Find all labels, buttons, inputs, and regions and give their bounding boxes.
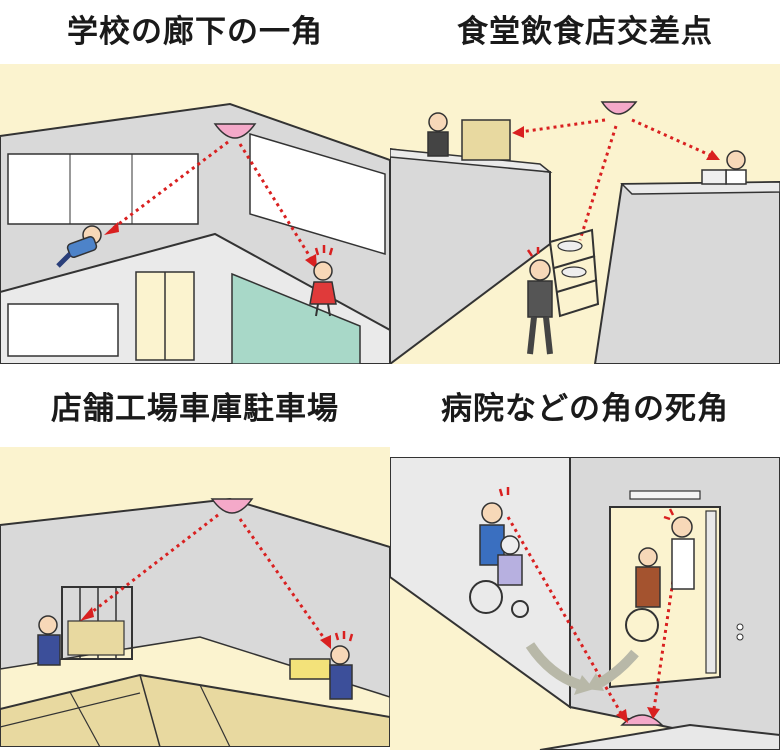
hospital-scene: [390, 457, 780, 750]
cafeteria-scene: [390, 64, 780, 364]
serving-cart: [548, 228, 600, 318]
window-left: [7, 153, 199, 225]
sightline-arrow-icon: [111, 140, 229, 231]
panel-title: 病院などの角の死角: [441, 391, 729, 427]
staff-left-figure: [427, 112, 449, 157]
panel-school-corridor: 学校の廊下の一角: [0, 0, 390, 375]
elevator-indicator: [629, 490, 701, 500]
panel-title: 食堂飲食店交差点: [457, 14, 713, 50]
panel-title: 店舗工場車庫駐車場: [51, 391, 339, 427]
convex-mirror-icon: [600, 101, 638, 115]
panel-hospital-blind-corner: 病院などの角の死角: [390, 375, 780, 750]
window-right: [249, 132, 386, 256]
sightline-arrow-icon: [631, 118, 713, 158]
school-corridor-scene: [0, 64, 390, 364]
box-stack: [0, 673, 390, 747]
running-boy-figure: [56, 225, 102, 268]
panel-cafeteria-intersection: 食堂飲食店交差点: [390, 0, 780, 375]
patient-in-wheelchair-figure: [625, 547, 661, 642]
warehouse-scene: [0, 447, 390, 747]
girl-figure: [309, 261, 337, 317]
foreground-wall: [539, 723, 780, 750]
movement-arrow-icon: [525, 642, 639, 690]
staff-right-figure: [701, 150, 747, 185]
alert-mark-icon: [498, 487, 675, 521]
sightline-arrow-icon: [578, 125, 618, 241]
sightline-arrow-icon: [238, 143, 314, 261]
waiter-figure: [527, 259, 553, 355]
panel-store-factory-parking: 店舗工場車庫駐車場: [0, 375, 390, 750]
cardboard-box: [461, 119, 511, 161]
convex-mirror-icon: [210, 498, 254, 514]
sightline-arrow-icon: [519, 118, 606, 134]
alert-mark-icon: [334, 631, 354, 642]
cage-cart: [61, 586, 133, 660]
carried-box: [289, 658, 331, 680]
convex-mirror-icon: [213, 123, 257, 139]
right-wall-block: [593, 180, 780, 364]
worker-right-figure: [329, 645, 353, 700]
nurse-pushing-wheelchair-figure: [469, 502, 529, 618]
nurse-figure: [671, 516, 695, 590]
panel-title: 学校の廊下の一角: [67, 14, 323, 50]
worker-left-figure: [37, 615, 61, 666]
alert-mark-icon: [526, 247, 540, 257]
alert-mark-icon: [314, 245, 334, 256]
